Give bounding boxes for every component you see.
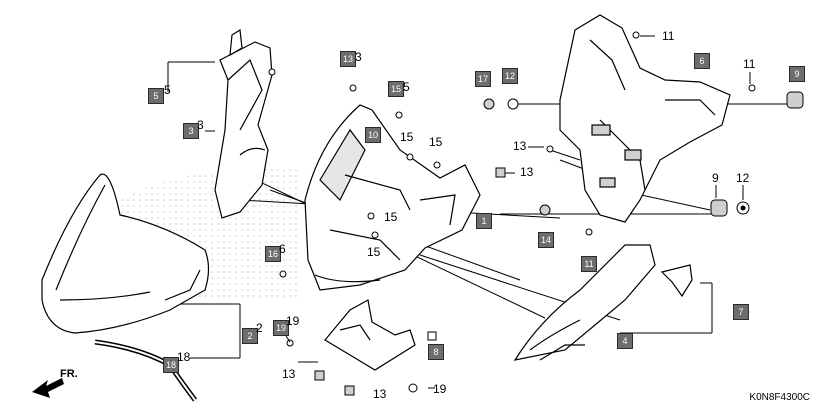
part-number-label: 2 (256, 321, 263, 335)
part-number-label: 13 (282, 367, 296, 381)
windscreen (41, 173, 210, 334)
part-number-label: 12 (736, 171, 750, 185)
part-number-box: 1 (476, 213, 492, 229)
part-number-label: 19 (286, 314, 300, 328)
leader-lines (167, 35, 751, 389)
part-number-label: 3 (355, 50, 362, 64)
direction-label: FR. (60, 368, 78, 380)
part-number-box: 4 (617, 333, 633, 349)
part-number-box: 3 (183, 123, 199, 139)
part-number-label: 3 (197, 118, 204, 132)
part-number-box: 17 (475, 71, 491, 87)
part-number-box: 14 (538, 232, 554, 248)
part-number-box: 6 (694, 53, 710, 69)
part-number-box: 16 (265, 246, 281, 262)
part-number-box: 15 (388, 81, 404, 97)
trim-piece (660, 264, 693, 298)
part-number-label: 19 (433, 382, 447, 396)
part-number-box: 12 (502, 68, 518, 84)
part-number-box: 10 (365, 127, 381, 143)
part-number-box: 8 (428, 344, 444, 360)
left-side-cover (214, 28, 273, 219)
part-number-label: 9 (712, 171, 719, 185)
part-number-box: 13 (340, 51, 356, 67)
part-number-box: 19 (273, 320, 289, 336)
part-number-label: 13 (513, 139, 527, 153)
upper-cowl (304, 104, 481, 291)
part-number-box: 18 (163, 357, 179, 373)
part-number-label: 13 (373, 387, 387, 401)
part-number-label: 11 (743, 57, 756, 71)
part-number-label: 5 (164, 83, 171, 97)
part-number-box: 2 (242, 328, 258, 344)
part-number-label: 15 (367, 245, 381, 259)
part-number-label: 13 (520, 165, 534, 179)
part-number-label: 15 (429, 135, 443, 149)
cowl-stay (559, 14, 731, 223)
part-number-box: 5 (148, 88, 164, 104)
inner-panel (324, 299, 416, 371)
right-side-cover (513, 244, 656, 361)
part-number-box: 11 (581, 256, 597, 272)
part-number-label: 15 (384, 210, 398, 224)
front-direction-arrow (32, 378, 64, 398)
diagram-code: K0N8F4300C (749, 392, 810, 403)
part-number-label: 11 (662, 29, 675, 43)
part-number-box: 7 (733, 304, 749, 320)
part-number-label: 15 (400, 130, 414, 144)
part-number-label: 6 (279, 242, 286, 256)
part-number-box: 9 (789, 66, 805, 82)
hardware (268, 31, 804, 396)
part-number-label: 18 (177, 350, 191, 364)
part-number-label: 5 (403, 80, 410, 94)
